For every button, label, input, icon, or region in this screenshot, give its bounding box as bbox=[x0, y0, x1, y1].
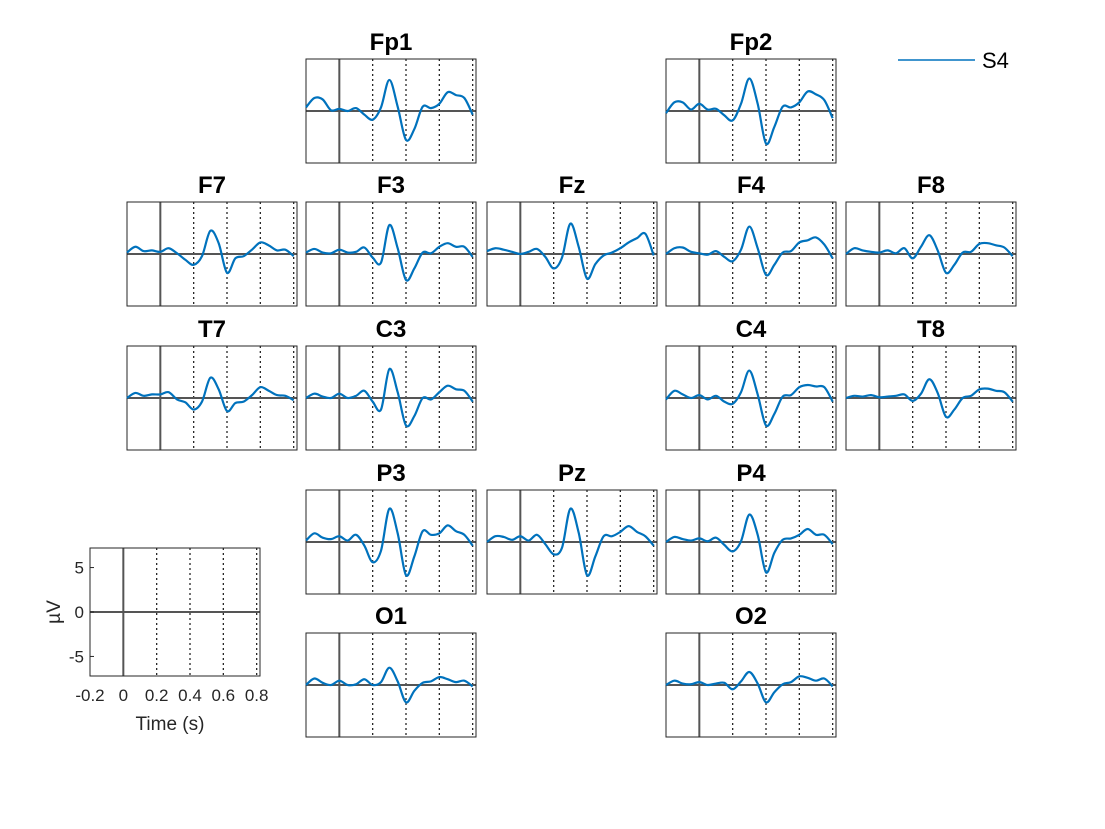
channel-title: P4 bbox=[736, 460, 766, 487]
series-line-s4 bbox=[665, 369, 834, 428]
series-line-s4 bbox=[305, 223, 474, 282]
x-tick-label: 0 bbox=[119, 686, 128, 705]
channel-panel-p4: P4 bbox=[665, 460, 837, 595]
x-tick-label: 0.8 bbox=[245, 686, 269, 705]
channel-axes-frame bbox=[305, 489, 477, 595]
channel-axes-frame bbox=[305, 201, 477, 307]
channel-title: Pz bbox=[558, 460, 586, 487]
channel-title: Fp2 bbox=[730, 29, 773, 56]
channel-panel-fz: Fz bbox=[486, 172, 658, 307]
channel-panel-c3: C3 bbox=[305, 316, 477, 451]
y-tick-label: 5 bbox=[75, 559, 84, 578]
channel-panel-fp1: Fp1 bbox=[305, 29, 477, 164]
legend: S4 bbox=[898, 48, 1009, 73]
channel-axes-frame bbox=[305, 58, 477, 164]
channel-panel-f3: F3 bbox=[305, 172, 477, 307]
series-line-s4 bbox=[305, 78, 474, 142]
channel-title: Fp1 bbox=[370, 29, 413, 56]
series-line-s4 bbox=[665, 225, 834, 277]
channel-title: C4 bbox=[736, 316, 767, 343]
series-line-s4 bbox=[305, 507, 474, 577]
channel-panel-f7: F7 bbox=[126, 172, 298, 307]
legend-label-s4: S4 bbox=[982, 48, 1009, 73]
channel-panel-t7: T7 bbox=[126, 316, 298, 451]
channel-axes-frame bbox=[126, 201, 298, 307]
channel-axes-frame bbox=[665, 58, 837, 164]
channel-title: F8 bbox=[917, 172, 945, 199]
channel-panel-t8: T8 bbox=[845, 316, 1017, 451]
series-line-s4 bbox=[486, 507, 655, 577]
series-line-s4 bbox=[305, 367, 474, 428]
series-line-s4 bbox=[126, 229, 295, 275]
series-line-s4 bbox=[126, 376, 295, 413]
channel-title: T7 bbox=[198, 316, 226, 343]
series-line-s4 bbox=[845, 378, 1014, 419]
channel-title: F4 bbox=[737, 172, 766, 199]
channel-title: C3 bbox=[376, 316, 407, 343]
channel-panel-f4: F4 bbox=[665, 172, 837, 307]
channel-title: T8 bbox=[917, 316, 945, 343]
y-axis-label: µV bbox=[44, 600, 65, 624]
channel-title: O1 bbox=[375, 603, 407, 630]
series-line-s4 bbox=[665, 513, 834, 574]
series-line-s4 bbox=[665, 77, 834, 146]
y-tick-label: 0 bbox=[75, 603, 84, 622]
x-tick-label: 0.4 bbox=[178, 686, 202, 705]
channel-panel-c4: C4 bbox=[665, 316, 837, 451]
channel-title: F3 bbox=[377, 172, 405, 199]
channel-panel-o1: O1 bbox=[305, 603, 477, 738]
x-axis-label: Time (s) bbox=[136, 714, 205, 735]
series-line-s4 bbox=[486, 222, 655, 281]
channel-panel-f8: F8 bbox=[845, 172, 1017, 307]
y-tick-label: -5 bbox=[69, 647, 84, 666]
channel-panel-p3: P3 bbox=[305, 460, 477, 595]
series-line-s4 bbox=[665, 670, 834, 704]
series-line-s4 bbox=[845, 234, 1014, 275]
channel-panel-fp2: Fp2 bbox=[665, 29, 837, 164]
channel-title: F7 bbox=[198, 172, 226, 199]
x-tick-label: 0.6 bbox=[212, 686, 236, 705]
channel-axes-frame bbox=[486, 201, 658, 307]
series-line-s4 bbox=[305, 666, 474, 704]
channel-title: Fz bbox=[559, 172, 586, 199]
channel-panel-o2: O2 bbox=[665, 603, 837, 738]
channel-panel-pz: Pz bbox=[486, 460, 658, 595]
channel-title: P3 bbox=[376, 460, 405, 487]
channel-title: O2 bbox=[735, 603, 767, 630]
x-tick-label: 0.2 bbox=[145, 686, 169, 705]
x-tick-label: -0.2 bbox=[75, 686, 104, 705]
